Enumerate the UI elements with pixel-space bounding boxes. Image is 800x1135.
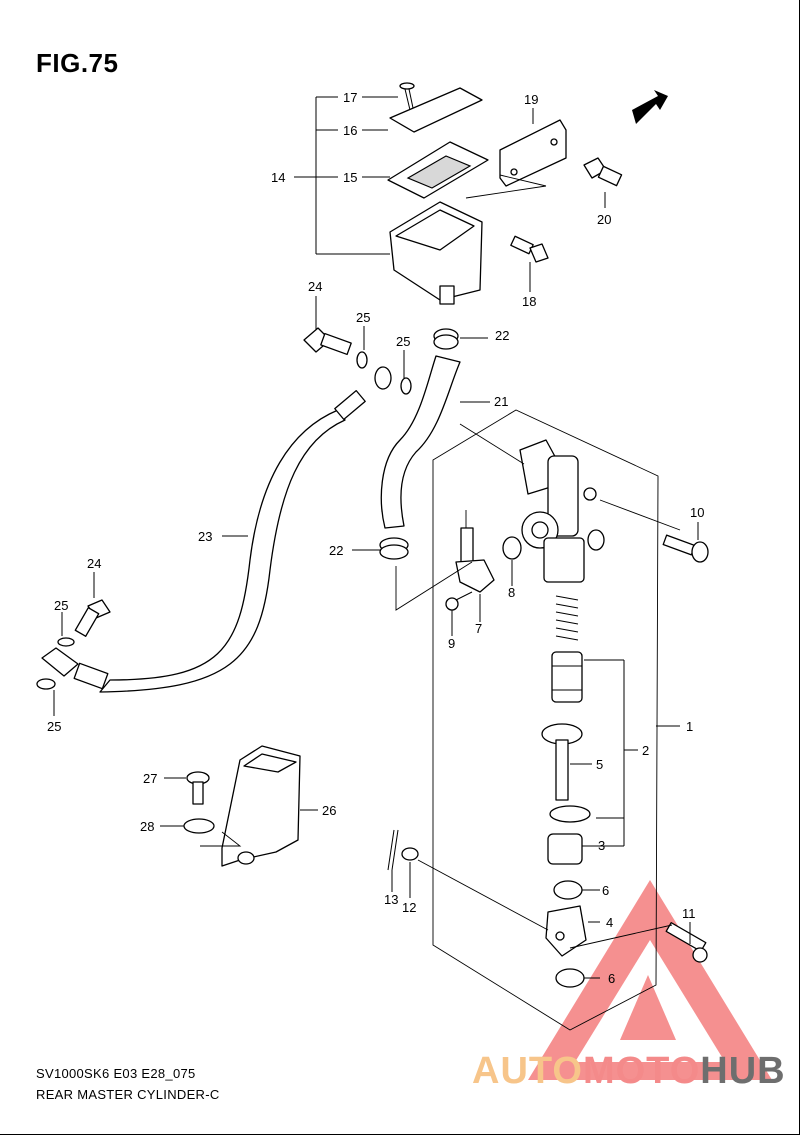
assembly-1-outline [432, 409, 659, 1031]
reservoir-tank [389, 201, 483, 305]
callout-11: 11 [682, 906, 696, 921]
master-cylinder-body [519, 439, 605, 583]
nut-6-top [553, 880, 583, 900]
hose-end-fitting [334, 389, 366, 421]
callout-2: 2 [642, 743, 649, 758]
callout-3: 3 [598, 838, 605, 853]
callout-6-bottom: 6 [608, 971, 615, 986]
callout-23: 23 [198, 529, 212, 544]
figure-name: REAR MASTER CYLINDER-C [36, 1087, 220, 1102]
clamp-22-bottom [379, 537, 409, 560]
bracket-19 [499, 119, 567, 187]
watermark-text: AUTOMOTOHUB [472, 1050, 786, 1093]
o-ring-8 [502, 536, 522, 560]
assembly-brackets [570, 659, 680, 979]
callout-13: 13 [384, 892, 398, 907]
callout-22-bottom: 22 [329, 543, 343, 558]
banjo-bolt-24-bottom [74, 599, 111, 637]
union-7 [455, 527, 495, 593]
banjo-bolt-24-top [303, 327, 352, 356]
screw-17 [399, 82, 415, 111]
screw-27 [186, 771, 210, 805]
callout-25-a: 25 [356, 310, 370, 325]
callout-20: 20 [597, 212, 611, 227]
washer-25-b [400, 377, 412, 395]
callout-25-b: 25 [396, 334, 410, 349]
push-rod-5 [541, 723, 583, 801]
callout-19: 19 [524, 92, 538, 107]
leader-lines [53, 108, 699, 944]
grommet-28 [183, 818, 215, 834]
callout-10: 10 [690, 505, 704, 520]
callout-17: 17 [343, 90, 357, 105]
screw-9 [445, 591, 473, 611]
washer-25-a [356, 351, 368, 369]
boot-3 [547, 833, 583, 865]
bolt-18 [510, 235, 549, 263]
watermark-auto: AUTO [472, 1050, 583, 1092]
callout-25-c: 25 [54, 598, 68, 613]
cotter-pin-13 [387, 829, 399, 871]
callout-labels: 17 16 14 15 19 20 18 24 25 25 22 21 23 2… [47, 90, 704, 986]
callout-16: 16 [343, 123, 357, 138]
callout-24-bottom: 24 [87, 556, 101, 571]
callout-22-top: 22 [495, 328, 509, 343]
bolt-10 [662, 534, 709, 563]
cap-16 [389, 87, 483, 133]
washer-25-c [57, 637, 75, 647]
clamp-22-top [433, 328, 459, 350]
watermark-logo [528, 880, 772, 1080]
callout-14: 14 [271, 170, 285, 185]
watermark-moto: MOTO [582, 1050, 701, 1092]
spring-2 [555, 595, 579, 641]
washer-25-d [36, 678, 56, 690]
callout-26: 26 [322, 803, 336, 818]
callout-8: 8 [508, 585, 515, 600]
banjo-fitting-bottom [41, 647, 79, 677]
callout-15: 15 [343, 170, 357, 185]
pin-11 [665, 922, 708, 963]
hose-21 [380, 355, 461, 529]
callout-24-top: 24 [308, 279, 322, 294]
banjo-fitting-top [374, 366, 392, 390]
clevis-4 [545, 905, 587, 957]
watermark-hub: HUB [700, 1050, 786, 1092]
figure-title: FIG.75 [36, 48, 119, 78]
callout-25-d: 25 [47, 719, 61, 734]
bolt-20 [583, 157, 623, 187]
nut-6-bottom [555, 968, 585, 988]
circlip [549, 805, 591, 823]
group-14-bracket [294, 96, 398, 255]
callout-27: 27 [143, 771, 157, 786]
callout-28: 28 [140, 819, 154, 834]
callout-9: 9 [448, 636, 455, 651]
callout-4: 4 [606, 915, 613, 930]
callout-12: 12 [402, 900, 416, 915]
callout-6-top: 6 [602, 883, 609, 898]
hose-23 [99, 409, 346, 693]
model-code: SV1000SK6 E03 E28_075 [36, 1066, 196, 1081]
diaphragm-15 [387, 141, 489, 199]
callout-21: 21 [494, 394, 508, 409]
fwd-arrow-icon [632, 90, 668, 124]
hose-end-bottom [73, 662, 109, 690]
guard-26 [221, 745, 301, 867]
callout-18: 18 [522, 294, 536, 309]
washer-12 [401, 847, 419, 861]
callout-1: 1 [686, 719, 693, 734]
callout-5: 5 [596, 757, 603, 772]
callout-7: 7 [475, 621, 482, 636]
piston-2 [551, 651, 583, 703]
